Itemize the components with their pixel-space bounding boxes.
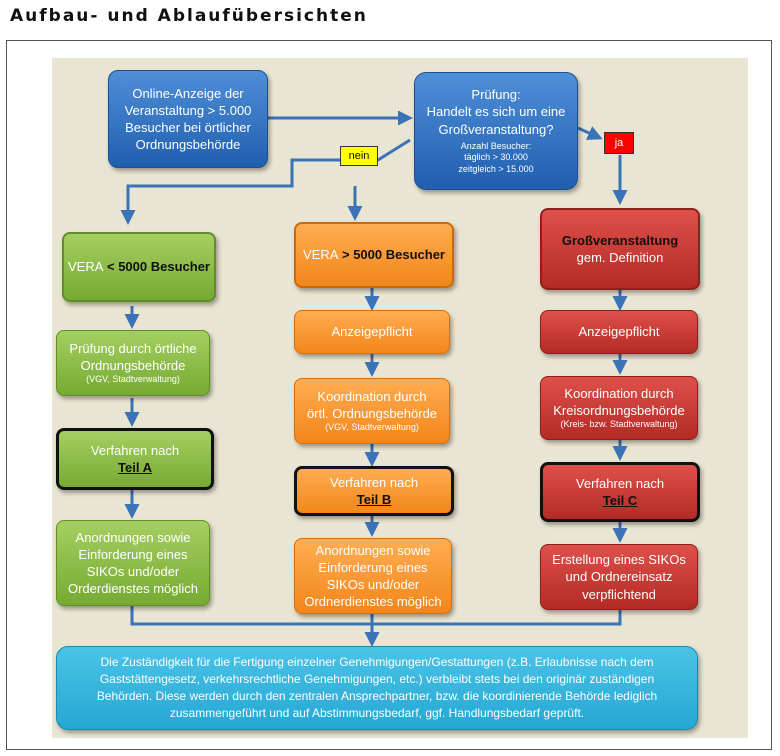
green-anord-line-4: Orderdienstes möglich <box>67 581 199 597</box>
orange-verfahren-line-1: Verfahren nach <box>329 474 419 490</box>
online-line-1: Online-Anzeige der <box>132 85 244 101</box>
red-verfahren-box: Verfahren nach Teil C <box>540 462 700 522</box>
gross-line-1: Großveranstaltung <box>561 232 679 248</box>
red-verfahren-teil: Teil C <box>602 493 638 508</box>
online-anzeige-box: Online-Anzeige der Veranstaltung > 5.000… <box>108 70 268 168</box>
red-anzeige-label: Anzeigepflicht <box>578 324 660 340</box>
arrow-pruefung-to-ja <box>577 126 603 140</box>
vera-small-box: VERA < 5000 Besucher <box>62 232 216 302</box>
online-line-3: Besucher bei örtlicher <box>125 120 251 135</box>
pruefung-small-1: Anzahl Besucher: <box>460 140 532 151</box>
pruefung-line-3: Großveranstaltung? <box>438 121 554 137</box>
gross-line-2: gem. Definition <box>576 250 664 265</box>
green-pruefung-line-2: Ordnungsbehörde <box>80 358 186 374</box>
vera-small-rest: < 5000 Besucher <box>103 259 210 275</box>
red-erst-line-1: Erstellung eines SIKOs <box>552 552 686 568</box>
orange-anord-line-1: Anordnungen sowie <box>315 542 431 558</box>
orange-anord-line-4: Ordnerdienstes möglich <box>304 594 442 610</box>
red-koord-line-1: Koordination durch <box>564 386 674 401</box>
orange-verfahren-box: Verfahren nach Teil B <box>294 466 454 516</box>
orange-anzeige-label: Anzeigepflicht <box>331 324 413 340</box>
orange-koord-line-1: Koordination durch <box>317 389 427 404</box>
pruefung-line-2: Handelt es sich um eine <box>426 104 566 120</box>
orange-anord-line-3: SIKOs und/oder <box>326 577 420 592</box>
green-verfahren-teil: Teil A <box>118 460 152 475</box>
orange-koord-line-2: örtl. Ordnungsbehörde <box>306 406 438 422</box>
vera-big-rest: > 5000 Besucher <box>338 247 445 263</box>
ja-tag: ja <box>604 132 634 154</box>
page-heading: Aufbau- und Ablaufübersichten <box>10 6 368 26</box>
bottom-line-1: Die Zuständigkeit für die Fertigung einz… <box>100 655 654 670</box>
zustaendigkeit-note-box: Die Zuständigkeit für die Fertigung einz… <box>56 646 698 730</box>
red-erst-line-2: und Ordnereinsatz <box>565 569 673 585</box>
red-koord-line-2: Kreisordnungsbehörde <box>553 403 685 419</box>
bottom-line-3: Behörden. Diese werden durch den zentral… <box>96 689 658 703</box>
red-erstellung-box: Erstellung eines SIKOs und Ordnereinsatz… <box>540 544 698 610</box>
online-line-4: Ordnungsbehörde <box>135 137 241 153</box>
vera-big-box: VERA > 5000 Besucher <box>294 222 454 288</box>
arrow-nein-branch <box>120 138 411 225</box>
green-anord-line-2: Einforderung eines <box>78 546 188 562</box>
orange-anordnung-box: Anordnungen sowie Einforderung eines SIK… <box>294 538 452 614</box>
nein-tag: nein <box>340 146 378 166</box>
orange-verfahren-teil: Teil B <box>356 492 392 507</box>
green-verfahren-line-1: Verfahren nach <box>90 442 180 458</box>
pruefung-box: Prüfung: Handelt es sich um eine Großver… <box>414 72 578 190</box>
red-koord-box: Koordination durch Kreisordnungsbehörde … <box>540 376 698 440</box>
pruefung-small-2: täglich > 30.000 <box>464 152 528 163</box>
pruefung-small-3: zeitgleich > 15.000 <box>458 164 534 175</box>
green-anord-line-3: SIKOs und/oder <box>86 564 180 579</box>
green-verfahren-box: Verfahren nach Teil A <box>56 428 214 490</box>
green-anordnung-box: Anordnungen sowie Einforderung eines SIK… <box>56 520 210 606</box>
bottom-line-2: Gaststättengesetz, verkehrsrechtliche Ge… <box>99 672 655 687</box>
orange-koord-small: (VGV, Stadtverwaltung) <box>325 422 419 433</box>
orange-anord-line-2: Einforderung eines <box>318 559 428 575</box>
orange-koord-box: Koordination durch örtl. Ordnungsbehörde… <box>294 378 450 444</box>
pruefung-line-1: Prüfung: <box>471 87 521 103</box>
arrow-merge-bottom <box>130 606 622 626</box>
red-erst-line-3: verpflichtend <box>582 586 656 602</box>
vera-small-prefix: VERA <box>67 259 104 275</box>
bottom-line-4: zusammengeführt und auf Abstimmungsbedar… <box>169 705 585 720</box>
orange-anzeige-box: Anzeigepflicht <box>294 310 450 354</box>
green-anord-line-1: Anordnungen sowie <box>75 529 191 545</box>
red-verfahren-line-1: Verfahren nach <box>575 475 665 491</box>
red-anzeige-box: Anzeigepflicht <box>540 310 698 354</box>
online-line-2: Veranstaltung > 5.000 <box>124 102 252 118</box>
vera-big-prefix: VERA <box>302 247 339 263</box>
red-koord-small: (Kreis- bzw. Stadtverwaltung) <box>560 419 678 430</box>
green-pruefung-box: Prüfung durch örtliche Ordnungsbehörde (… <box>56 330 210 396</box>
green-pruefung-small: (VGV, Stadtverwaltung) <box>86 374 180 385</box>
gross-box: Großveranstaltung gem. Definition <box>540 208 700 290</box>
green-pruefung-line-1: Prüfung durch örtliche <box>69 341 197 356</box>
